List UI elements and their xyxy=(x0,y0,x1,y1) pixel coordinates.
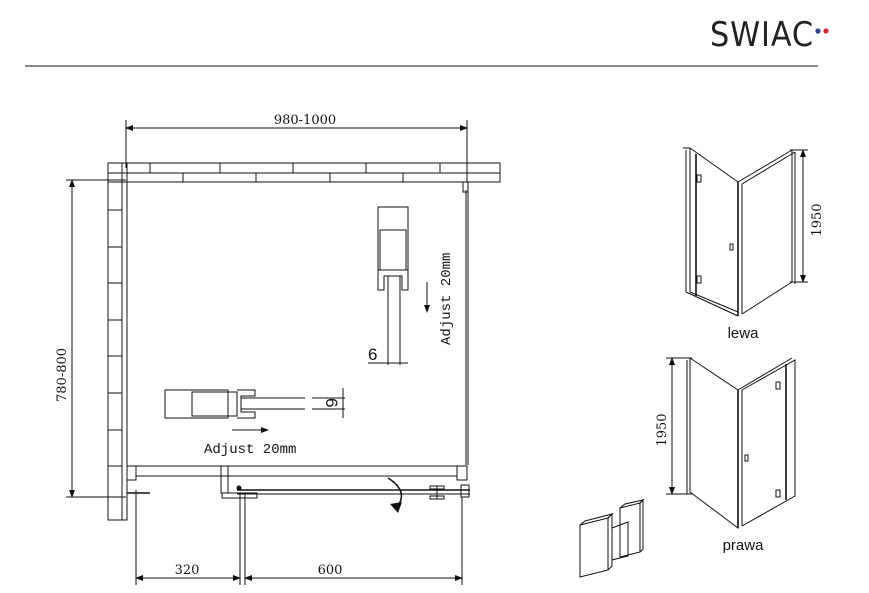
bottom-dimensions: 320 600 xyxy=(135,490,463,585)
left-wall xyxy=(107,162,128,521)
depth-dimension-label: 780-800 xyxy=(55,348,70,402)
dimension-600: 600 xyxy=(318,563,343,578)
prawa-height: 1950 xyxy=(655,413,670,446)
horizontal-profile-detail: 6 Adjust 20mm xyxy=(164,388,345,458)
vertical-glass-thickness: 6 xyxy=(368,345,377,364)
prawa-view: 1950 prawa xyxy=(655,357,796,554)
logo-text: SWIAC xyxy=(710,15,814,55)
vertical-profile-detail: 6 Adjust 20mm xyxy=(368,206,455,365)
depth-dimension: 780-800 xyxy=(55,179,126,498)
vertical-adjust-label: Adjust 20mm xyxy=(439,253,455,345)
prawa-label: prawa xyxy=(723,537,765,554)
logo-dot-red xyxy=(823,28,829,34)
horizontal-adjust-label: Adjust 20mm xyxy=(204,442,296,458)
swiac-logo: SWIAC xyxy=(710,15,829,55)
horizontal-glass-thickness: 6 xyxy=(322,398,341,407)
hinge-detail-icon xyxy=(579,498,645,578)
lewa-label: lewa xyxy=(728,325,760,342)
width-dimension: 980-1000 xyxy=(125,113,468,186)
width-dimension-label: 980-1000 xyxy=(274,113,336,128)
top-wall xyxy=(107,162,501,183)
lewa-view: 1950 lewa xyxy=(683,147,825,342)
logo-dot-blue xyxy=(815,28,821,34)
lewa-height: 1950 xyxy=(810,203,825,236)
side-glass-panel xyxy=(462,181,469,465)
front-door-assembly xyxy=(126,465,470,513)
dimension-320: 320 xyxy=(175,563,200,578)
